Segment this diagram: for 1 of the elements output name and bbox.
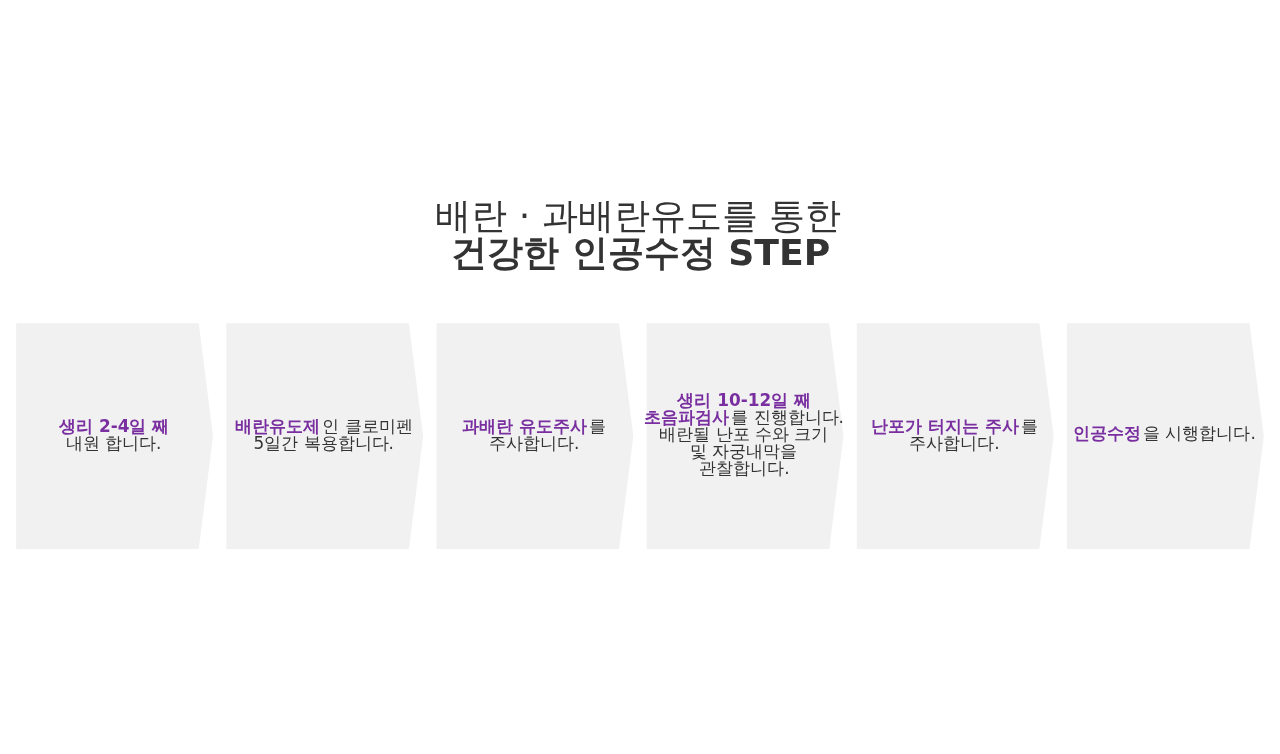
diagram-title: 배란 · 과배란유도를 통한 건강한 인공수정 STEP: [435, 194, 842, 274]
